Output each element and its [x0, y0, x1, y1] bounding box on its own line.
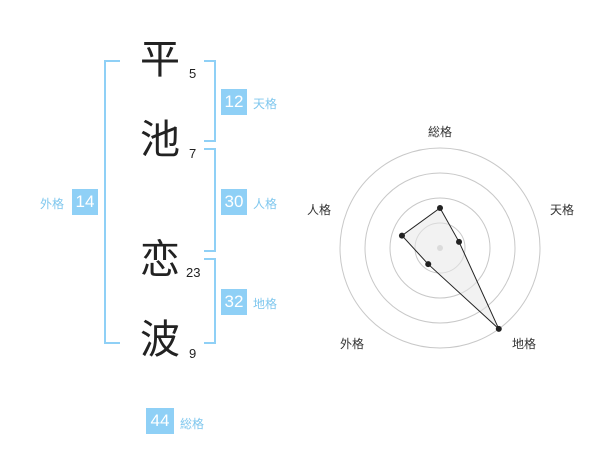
stroke-count-4: 9	[189, 346, 197, 361]
tenkaku-badge: 12	[221, 89, 247, 115]
name-char-3: 恋	[140, 237, 180, 283]
radar-ring	[364, 172, 516, 324]
radar-ring	[339, 147, 541, 349]
radar-label-chikaku: 地格	[512, 337, 537, 351]
tenkaku-bracket	[204, 60, 216, 142]
radar-center-dot	[437, 245, 443, 251]
stroke-count-1: 5	[189, 66, 197, 81]
soukaku-badge: 44	[146, 408, 174, 434]
gaikaku-badge: 14	[72, 189, 98, 215]
radar-label-gaikaku: 外格	[340, 337, 365, 351]
soukaku-label: 総格	[180, 417, 205, 431]
jinkaku-badge: 30	[221, 189, 247, 215]
tenkaku-label: 天格	[253, 97, 278, 111]
radar-point-1	[437, 205, 443, 211]
radar-label-tenkaku: 天格	[550, 203, 575, 217]
chikaku-badge: 32	[221, 289, 247, 315]
radar-label-jinkaku: 人格	[307, 203, 332, 217]
chikaku-bracket	[204, 258, 216, 344]
name-char-4: 波	[140, 317, 180, 363]
radar-point-3	[495, 325, 502, 332]
radar-point-5	[398, 232, 405, 239]
jinkaku-label: 人格	[253, 197, 278, 211]
radar-rings	[339, 147, 541, 349]
gaikaku-bracket	[104, 60, 120, 344]
radar-polygon	[401, 207, 500, 330]
radar-ring	[389, 197, 491, 299]
radar-label-soukaku: 総格	[428, 125, 453, 139]
name-char-1: 平	[140, 37, 180, 83]
radar-ring	[414, 222, 466, 274]
name-char-2: 池	[140, 117, 180, 163]
radar-point-2	[456, 238, 463, 245]
chikaku-label: 地格	[253, 297, 278, 311]
jinkaku-bracket	[204, 148, 216, 252]
stroke-count-3: 23	[186, 265, 201, 280]
stroke-count-2: 7	[189, 146, 197, 161]
radar-points	[398, 205, 502, 332]
gaikaku-label: 外格	[40, 197, 65, 211]
radar-point-4	[425, 261, 432, 268]
